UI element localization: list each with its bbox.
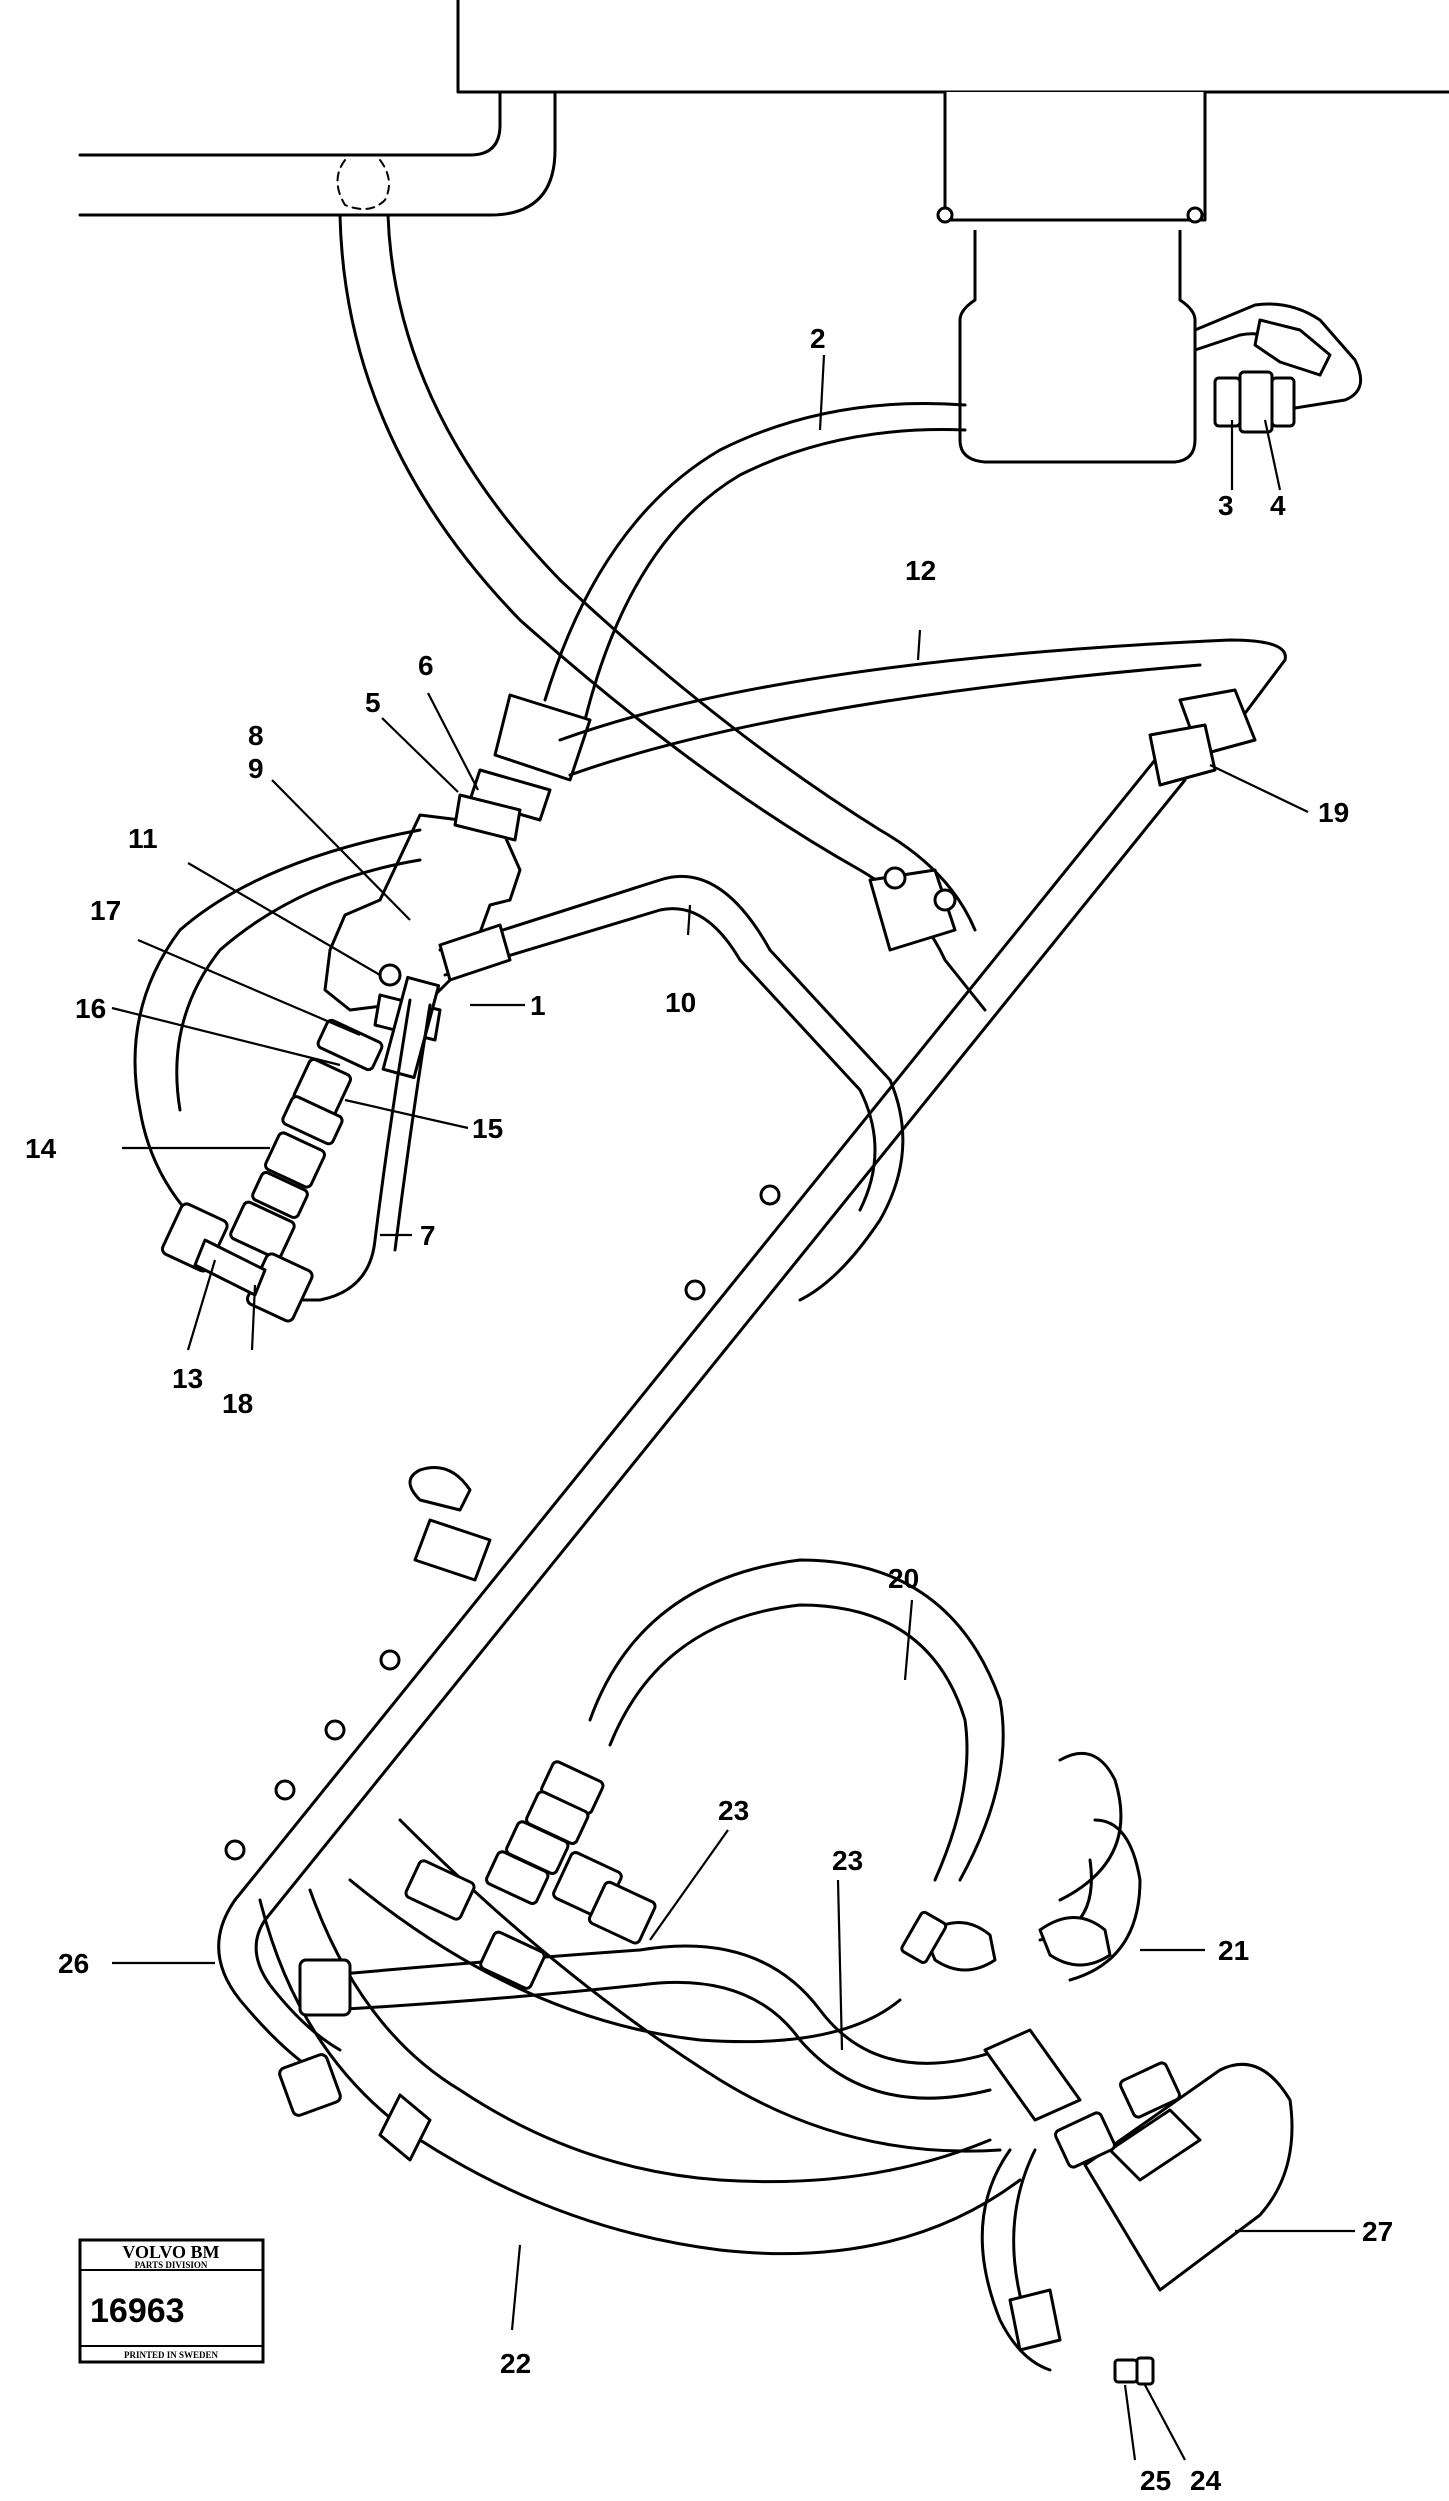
callout-3: 3: [1218, 490, 1234, 521]
logo-division: PARTS DIVISION: [135, 2260, 208, 2270]
callout-18: 18: [222, 1388, 253, 1419]
callout-6: 6: [418, 650, 434, 681]
logo-footer: PRINTED IN SWEDEN: [124, 2350, 219, 2360]
logo-brand: VOLVO BM: [122, 2242, 219, 2262]
callout-23a: 23: [718, 1795, 749, 1826]
hose-7-loop: [133, 828, 432, 1302]
fitting-stack: [160, 1018, 384, 1323]
callout-22: 22: [500, 2348, 531, 2379]
callout-20: 20: [888, 1563, 919, 1594]
callout-5: 5: [365, 687, 381, 718]
callout-2: 2: [810, 323, 826, 354]
callout-24: 24: [1190, 2465, 1222, 2496]
hose-10: [438, 874, 905, 1302]
hose-12: [558, 638, 1287, 787]
callout-1: 1: [530, 990, 546, 1021]
volvo-bm-stamp: VOLVO BM PARTS DIVISION 16963 PRINTED IN…: [78, 2238, 265, 2364]
hose-19-26-rigid-line: [224, 758, 1187, 1922]
callout-19: 19: [1318, 797, 1349, 828]
callout-26: 26: [58, 1948, 89, 1979]
callout-12: 12: [905, 555, 936, 586]
callout-9: 9: [248, 753, 264, 784]
callout-labels: 1 2 3 4 5 6 7 8 9 10 11 12 13 14 15 16 1…: [25, 323, 1393, 2496]
callout-14: 14: [25, 1133, 57, 1164]
callout-17: 17: [90, 895, 121, 926]
callout-27: 27: [1362, 2216, 1393, 2247]
lower-hoses: [217, 1558, 1142, 2256]
callout-7: 7: [420, 1220, 436, 1251]
valve-block: [323, 793, 522, 1080]
callout-21: 21: [1218, 1935, 1249, 1966]
callout-8: 8: [248, 720, 264, 751]
callout-16: 16: [75, 993, 106, 1024]
callout-23b: 23: [832, 1845, 863, 1876]
hose-2: [468, 402, 967, 822]
callout-4: 4: [1270, 490, 1286, 521]
callout-10: 10: [665, 987, 696, 1018]
machine-frame: [78, 0, 1449, 217]
callout-11: 11: [128, 823, 158, 854]
callout-25: 25: [1140, 2465, 1171, 2496]
filter-housing: [980, 2028, 1294, 2386]
logo-number: 16963: [90, 2292, 185, 2330]
callout-13: 13: [172, 1363, 203, 1394]
pump-housing: [936, 92, 1363, 464]
callout-15: 15: [472, 1113, 503, 1144]
leader-lines: [111, 354, 1355, 2461]
hose-frame-sweep: [338, 213, 987, 1012]
